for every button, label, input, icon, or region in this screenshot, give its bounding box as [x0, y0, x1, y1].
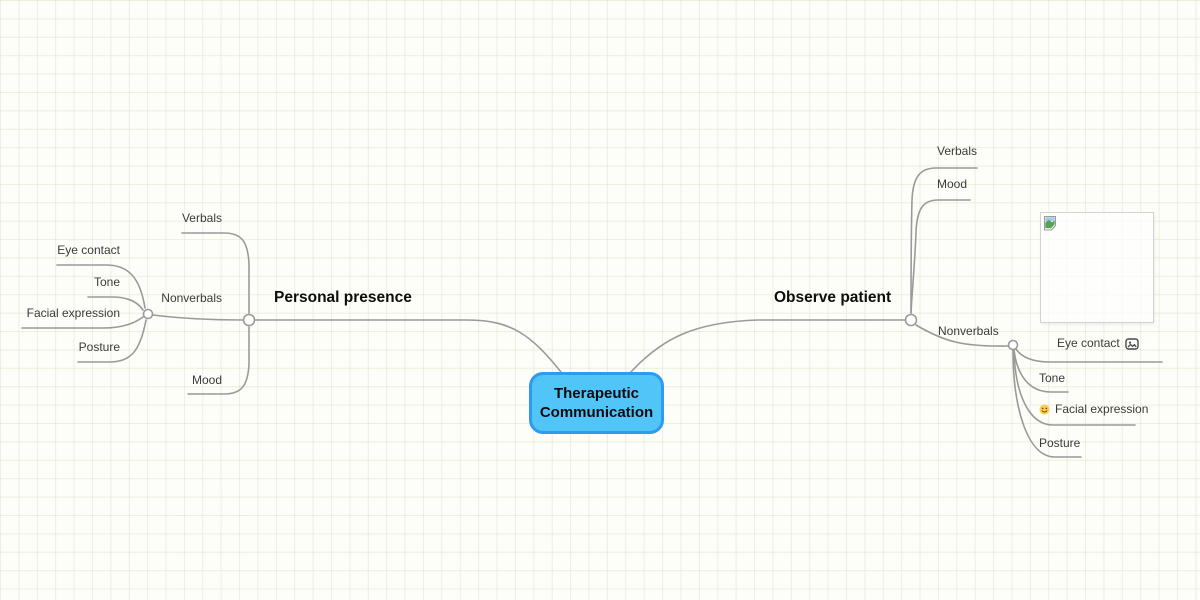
node-tone-right[interactable]: Tone [1039, 372, 1065, 385]
node-eye-contact-left[interactable]: Eye contact [57, 244, 120, 257]
branch-posture-left [77, 319, 147, 363]
branch-mood-right [910, 199, 971, 314]
node-eye-contact-right-label: Eye contact [1057, 336, 1120, 350]
branch-facial-expression-right [1013, 349, 1136, 426]
broken-image-icon [1044, 216, 1056, 231]
branch-observe-patient [629, 319, 906, 374]
root-node-therapeutic-communication[interactable]: Therapeutic Communication [529, 372, 664, 434]
smiling-face-emoji [1039, 404, 1050, 415]
branch-nonverbals-left [152, 314, 244, 321]
branch-verbals-right [910, 167, 978, 314]
node-verbals-left[interactable]: Verbals [182, 212, 222, 225]
node-mood-left[interactable]: Mood [192, 374, 222, 387]
branch-mood-left [187, 326, 250, 395]
branch-nonverbals-right [915, 324, 1009, 347]
node-tone-left-label: Tone [93, 275, 120, 289]
node-mood-left-label: Mood [191, 373, 222, 387]
branch-tone-left [87, 296, 144, 311]
node-verbals-right[interactable]: Verbals [937, 145, 977, 158]
root-label-line1: Therapeutic [553, 385, 640, 402]
node-nonverbals-left[interactable]: Nonverbals [161, 292, 222, 305]
node-verbals-right-label: Verbals [937, 144, 978, 158]
node-nonverbals-right-label: Nonverbals [938, 324, 999, 338]
connector-observe-patient[interactable] [904, 313, 918, 327]
image-icon[interactable] [1125, 337, 1139, 350]
connector-nonverbals-left[interactable] [142, 308, 154, 320]
branch-eye-contact-left [56, 264, 146, 309]
node-eye-contact-left-label: Eye contact [57, 243, 120, 257]
node-posture-right[interactable]: Posture [1039, 437, 1080, 450]
topic-personal-presence-label: Personal presence [274, 289, 412, 306]
node-tone-left[interactable]: Tone [94, 276, 120, 289]
node-posture-right-label: Posture [1039, 436, 1081, 450]
root-label-line2: Communication [539, 404, 654, 421]
node-posture-left[interactable]: Posture [79, 341, 120, 354]
node-facial-expression-right-label: Facial expression [1055, 402, 1149, 416]
node-facial-expression-right[interactable]: Facial expression [1039, 403, 1148, 416]
attachment-image-placeholder[interactable] [1040, 212, 1154, 323]
node-facial-expression-left-label: Facial expression [26, 306, 120, 320]
branch-verbals-left [181, 232, 250, 314]
branch-eye-contact-right [1015, 348, 1163, 363]
node-facial-expression-left[interactable]: Facial expression [27, 307, 120, 320]
node-eye-contact-right[interactable]: Eye contact [1057, 337, 1139, 350]
node-mood-right[interactable]: Mood [937, 178, 967, 191]
branch-facial-expression-left [21, 316, 144, 329]
branch-posture-right [1012, 349, 1082, 458]
node-nonverbals-right[interactable]: Nonverbals [938, 325, 999, 338]
node-posture-left-label: Posture [78, 340, 120, 354]
connector-nonverbals-right[interactable] [1007, 339, 1019, 351]
topic-personal-presence[interactable]: Personal presence [274, 289, 412, 306]
branch-personal-presence [248, 319, 562, 373]
node-tone-right-label: Tone [1039, 371, 1066, 385]
node-nonverbals-left-label: Nonverbals [161, 291, 222, 305]
node-verbals-left-label: Verbals [181, 211, 222, 225]
topic-observe-patient-label: Observe patient [774, 289, 892, 306]
topic-observe-patient[interactable]: Observe patient [774, 289, 891, 306]
branch-tone-right [1013, 349, 1069, 393]
connector-personal-presence[interactable] [242, 313, 256, 327]
node-mood-right-label: Mood [937, 177, 968, 191]
